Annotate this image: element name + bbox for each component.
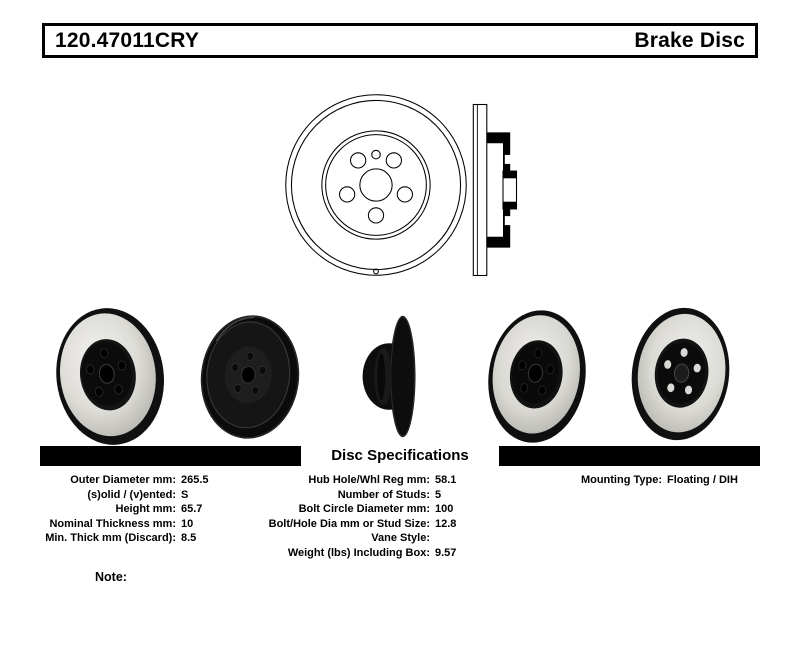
spec-label: (s)olid / (v)ented:	[87, 488, 176, 501]
spec-column-left: Outer Diameter mm: 265.5 (s)olid / (v)en…	[30, 473, 209, 546]
spec-label: Number of Studs:	[337, 488, 430, 501]
spec-label: Nominal Thickness mm:	[49, 517, 176, 530]
part-number: 120.47011CRY	[55, 28, 200, 52]
spec-row-mounting-type: Mounting Type: Floating / DIH	[572, 473, 738, 488]
spec-row-number-of-studs: Number of Studs: 5	[250, 488, 456, 503]
spec-section-bar: Disc Specifications	[40, 446, 760, 466]
spec-label: Mounting Type:	[580, 474, 662, 486]
front-view-drawing	[281, 90, 471, 280]
spec-label: Vane Style:	[371, 532, 430, 545]
product-type-title: Brake Disc	[634, 28, 745, 52]
spec-row-nominal-thickness: Nominal Thickness mm: 10	[30, 517, 209, 532]
rotor-photo-front-left	[54, 304, 166, 448]
side-section-drawing	[464, 100, 524, 280]
spec-label: Bolt/Hole Dia mm or Stud Size:	[268, 517, 430, 530]
spec-column-middle: Hub Hole/Whl Reg mm: 58.1 Number of Stud…	[250, 473, 457, 561]
spec-label: Bolt Circle Diameter mm:	[298, 503, 430, 516]
note-label: Note:	[95, 570, 127, 584]
spec-row-bolt-hole-dia: Bolt/Hole Dia mm or Stud Size: 12.8	[250, 517, 457, 532]
spec-label: Height mm:	[115, 503, 177, 516]
spec-value: 12.8	[435, 517, 457, 530]
spec-value: 58.1	[435, 474, 457, 486]
spec-row-bolt-circle-diameter: Bolt Circle Diameter mm: 100	[250, 502, 456, 517]
spec-column-right: Mounting Type: Floating / DIH	[572, 473, 738, 488]
spec-row-outer-diameter: Outer Diameter mm: 265.5	[30, 473, 209, 488]
spec-row-vane-style: Vane Style:	[250, 531, 456, 546]
spec-value: 65.7	[181, 503, 203, 516]
spec-value: Floating / DIH	[667, 474, 738, 486]
spec-row-weight: Weight (lbs) Including Box: 9.57	[250, 546, 457, 561]
spec-value: S	[181, 488, 189, 501]
spec-label: Weight (lbs) Including Box:	[287, 546, 430, 559]
spec-value: 265.5	[181, 474, 209, 486]
spec-label: Outer Diameter mm:	[70, 474, 176, 486]
rotor-photo-front-right	[630, 303, 731, 446]
spec-row-solid-vented: (s)olid / (v)ented: S	[30, 488, 209, 503]
spec-row-height: Height mm: 65.7	[30, 502, 209, 517]
rotor-photo-edge-profile	[344, 306, 438, 447]
spec-value	[430, 531, 435, 546]
rotor-photo-front-tilt	[486, 305, 588, 448]
spec-value: 5	[435, 488, 442, 501]
spec-value: 10	[181, 517, 194, 530]
spec-value: 100	[435, 503, 454, 516]
spec-label: Min. Thick mm (Discard):	[45, 532, 176, 545]
rotor-photo-back	[199, 309, 301, 445]
spec-value: 8.5	[181, 532, 197, 545]
spec-row-min-thickness: Min. Thick mm (Discard): 8.5	[30, 531, 209, 546]
header-bar: 120.47011CRY Brake Disc	[42, 23, 758, 58]
spec-section-title: Disc Specifications	[301, 446, 499, 466]
spec-row-hub-hole: Hub Hole/Whl Reg mm: 58.1	[250, 473, 456, 488]
spec-value: 9.57	[435, 546, 457, 559]
spec-label: Hub Hole/Whl Reg mm:	[308, 474, 430, 486]
